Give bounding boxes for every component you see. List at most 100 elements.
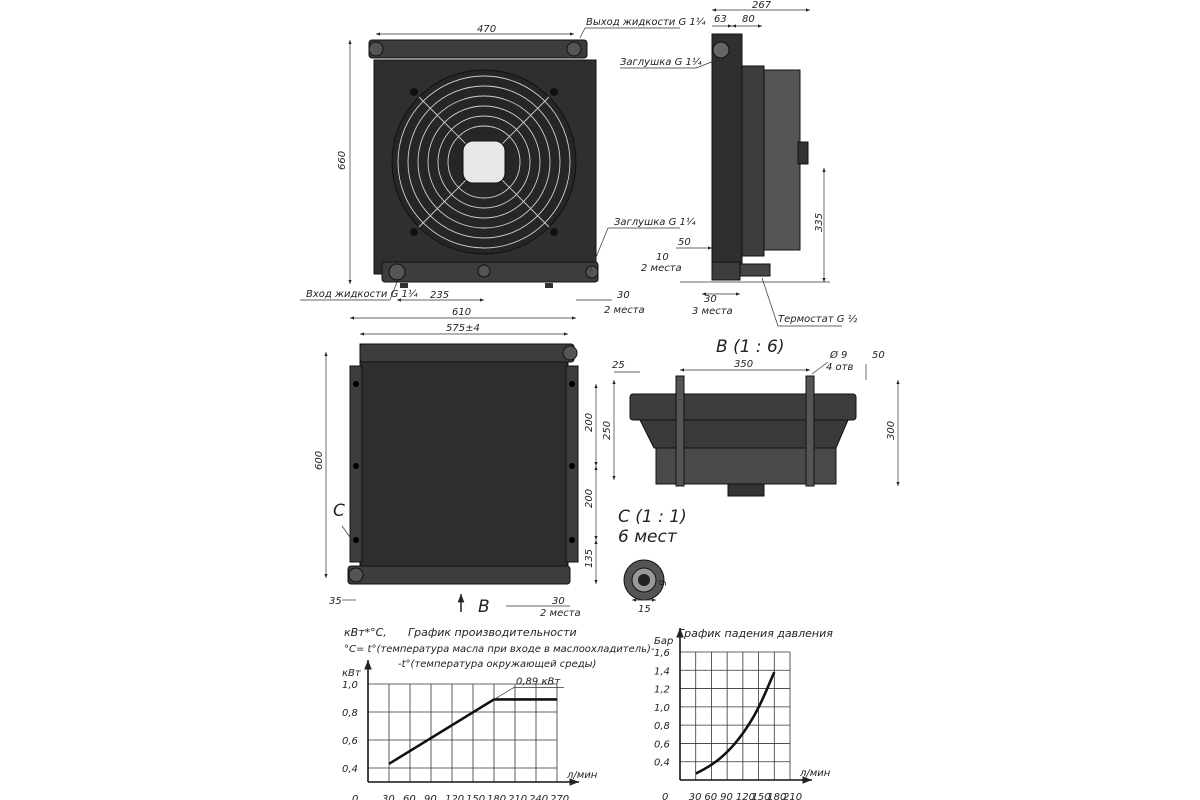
plug-bottom-label: Заглушка G 1¼ — [614, 216, 696, 228]
view-b-bracket — [675, 375, 685, 487]
y-axis-label: Бар — [654, 636, 673, 647]
fan-guard — [397, 75, 571, 249]
mount-hole — [569, 537, 575, 543]
thermostat — [739, 263, 771, 277]
rear-core — [359, 343, 569, 569]
foot — [400, 283, 408, 288]
dim-660: 660 — [337, 151, 348, 170]
x-tick-label: 30 — [382, 794, 395, 800]
dim-575: 575±4 — [446, 323, 480, 334]
mount-hole — [569, 463, 575, 469]
mount-hole — [353, 537, 359, 543]
view-b: B (1 : 6) 350 25 Ø 9 4 отв 50 250 300 — [602, 337, 900, 497]
rear-bottom-tank — [347, 565, 571, 585]
top-tank — [368, 39, 588, 59]
x-tick-label: 0 — [352, 794, 358, 800]
view-b-title: B (1 : 6) — [716, 337, 785, 357]
view-b-tank — [629, 393, 857, 421]
view-c-subtitle: 6 мест — [618, 527, 678, 547]
perf-title: График производительности — [408, 626, 577, 639]
y-tick-label: 0,4 — [342, 764, 358, 775]
side-view: 267 63 80 335 50 10 2 места 30 3 места Т… — [620, 0, 858, 327]
two-places-side: 2 места — [641, 263, 682, 274]
dim-10: 10 — [656, 252, 669, 263]
outlet-label: Выход жидкости G 1¼ — [586, 16, 706, 28]
rear-top-tank — [359, 343, 575, 363]
front-view: 470 660 235 30 2 места Выход жидкости G … — [300, 16, 706, 316]
dim-300: 300 — [886, 421, 897, 440]
x-tick-label: 30 — [689, 792, 702, 800]
inlet-label: Вход жидкости G 1¼ — [306, 288, 418, 300]
x-tick-label: 120 — [736, 792, 755, 800]
dim-200a: 200 — [584, 413, 595, 432]
y-tick-label: 0,6 — [342, 736, 358, 747]
two-places-rear: 2 места — [540, 608, 581, 619]
view-b-arrow-label: B — [478, 597, 490, 617]
section-c-marker: C — [333, 501, 345, 521]
three-places: 3 места — [692, 306, 733, 317]
bolt — [550, 228, 558, 236]
dim-335: 335 — [814, 213, 825, 232]
rear-port — [562, 345, 578, 361]
dim-350: 350 — [734, 359, 753, 370]
dim-80: 80 — [742, 14, 755, 25]
x-tick-label: 90 — [720, 792, 733, 800]
dim-235: 235 — [430, 290, 449, 301]
rear-port — [348, 567, 364, 583]
dim-200b: 200 — [584, 489, 595, 508]
mount-hole — [353, 463, 359, 469]
motor — [797, 141, 809, 165]
x-tick-label: 210 — [508, 794, 527, 800]
annotation-leader — [493, 687, 515, 700]
side-core — [711, 33, 743, 275]
performance-chart: кВт*°С, График производительности °C= t°… — [342, 626, 655, 800]
dim-25: 25 — [612, 360, 625, 371]
dim-63: 63 — [714, 14, 727, 25]
view-b-shroud — [639, 419, 849, 449]
x-tick-label: 60 — [704, 792, 717, 800]
holes-count: 4 отв — [826, 362, 853, 373]
top-left-port — [368, 41, 384, 57]
dim-50: 50 — [678, 237, 691, 248]
perf-unit-note: кВт*°С, — [344, 626, 387, 639]
dim-50-b: 50 — [872, 350, 885, 361]
y-tick-label: 1,0 — [342, 680, 358, 691]
hole-dia: Ø 9 — [829, 349, 847, 361]
x-tick-label: 240 — [529, 794, 548, 800]
y-tick-label: 0,8 — [342, 708, 358, 719]
side-port — [712, 41, 730, 59]
y-tick-label: 1,4 — [654, 666, 670, 677]
y-axis-label: кВт — [342, 668, 362, 679]
rear-view: 610 575±4 600 200 200 135 35 30 2 места … — [314, 307, 598, 619]
dim-35: 35 — [329, 596, 342, 607]
side-shroud — [741, 65, 765, 257]
bottom-plug — [585, 265, 599, 279]
inlet-port — [388, 263, 406, 281]
x-tick-label: 60 — [403, 794, 416, 800]
side-foot — [711, 261, 741, 281]
y-tick-label: 0,4 — [654, 758, 670, 769]
dim-15: 15 — [638, 604, 651, 615]
data-curve — [695, 671, 776, 775]
x-tick-label: 180 — [767, 792, 786, 800]
x-tick-label: 0 — [662, 792, 668, 800]
bolt — [410, 228, 418, 236]
bolt — [410, 88, 418, 96]
x-axis-label: л/мин — [799, 768, 831, 779]
y-tick-label: 0,8 — [654, 721, 670, 732]
x-tick-label: 180 — [487, 794, 506, 800]
y-tick-label: 1,2 — [654, 685, 670, 696]
x-tick-label: 90 — [424, 794, 437, 800]
pressure-title: График падения давления — [678, 627, 833, 640]
mount-hole — [353, 381, 359, 387]
y-tick-label: 1,0 — [654, 703, 670, 714]
perf-desc-2: -t°(температура окружающей среды) — [398, 659, 596, 670]
bolt — [550, 88, 558, 96]
two-places-label: 2 места — [604, 305, 645, 316]
fan-guard-side — [763, 69, 801, 251]
mount-hole — [569, 381, 575, 387]
dim-30-rear: 30 — [552, 596, 565, 607]
view-c-bore — [638, 574, 650, 586]
